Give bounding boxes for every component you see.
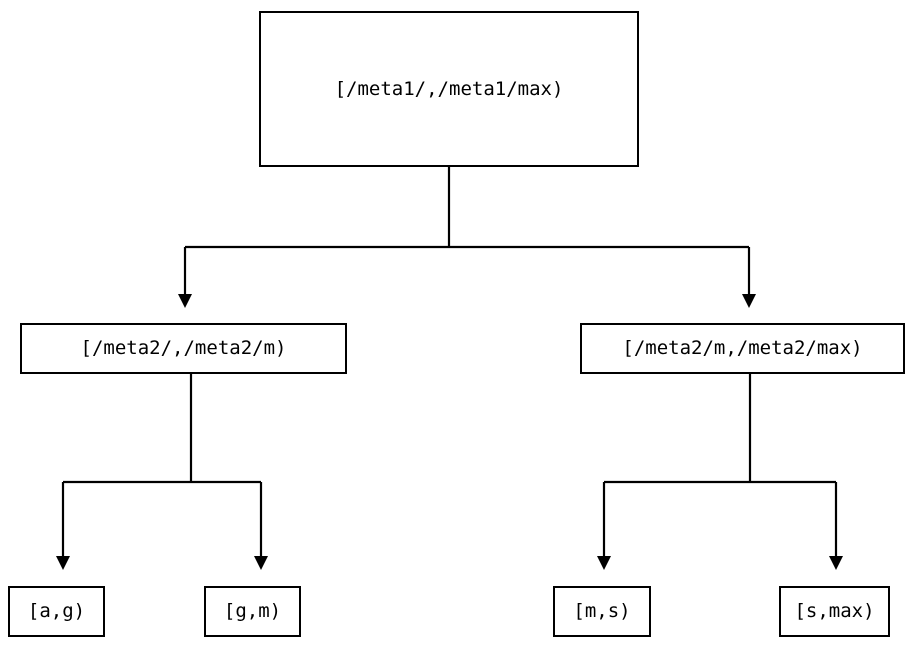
node-leaf-a-g-label: [a,g) [27,600,86,622]
node-leaf-g-m: [g,m) [204,586,301,637]
node-leaf-a-g: [a,g) [8,586,105,637]
node-leaf-m-s: [m,s) [553,586,651,637]
node-mid-right-label: [/meta2/m,/meta2/max) [622,337,863,359]
node-mid-right: [/meta2/m,/meta2/max) [580,323,905,374]
node-root: [/meta1/,/meta1/max) [259,11,639,167]
arrowhead-to-leaf-a-g [56,556,70,570]
arrowhead-to-leaf-m-s [597,556,611,570]
node-leaf-g-m-label: [g,m) [223,600,282,622]
node-leaf-m-s-label: [m,s) [573,600,631,622]
node-leaf-s-max: [s,max) [779,586,890,637]
arrowhead-to-mid-left [178,294,192,308]
node-root-label: [/meta1/,/meta1/max) [334,77,564,100]
arrowhead-to-mid-right [742,294,756,308]
arrowhead-to-leaf-g-m [254,556,268,570]
node-mid-left: [/meta2/,/meta2/m) [20,323,347,374]
node-mid-left-label: [/meta2/,/meta2/m) [80,337,287,359]
node-leaf-s-max-label: [s,max) [794,600,875,622]
arrowhead-to-leaf-s-max [829,556,843,570]
